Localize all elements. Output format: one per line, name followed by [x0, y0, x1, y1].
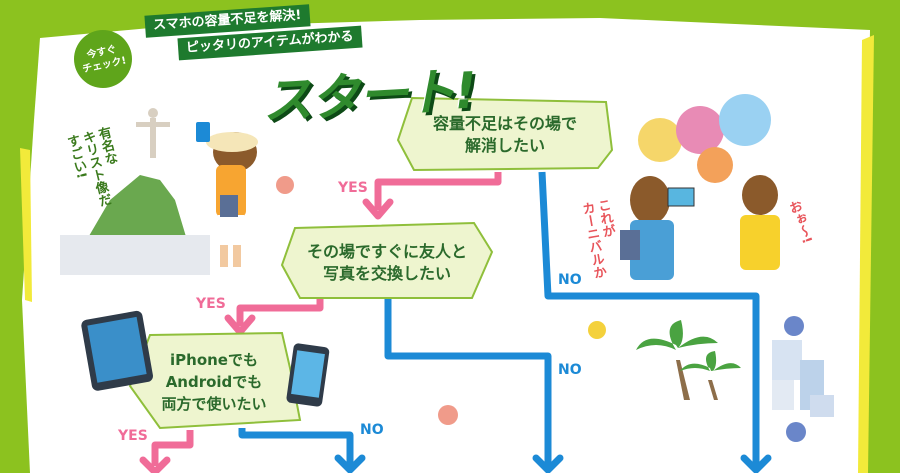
question-3-line-1: iPhoneでも	[170, 349, 258, 371]
carnival-illustration	[620, 94, 785, 295]
question-1-line-1: 容量不足はその場で	[433, 113, 577, 135]
no-label-2: NO	[558, 362, 582, 378]
question-3-line-3: 両方で使いたい	[161, 393, 266, 415]
question-box-1[interactable]: 容量不足はその場で 解消したい	[405, 104, 605, 166]
question-3-line-2: Androidでも	[166, 371, 263, 393]
question-box-3[interactable]: iPhoneでも Androidでも 両方で使いたい	[148, 340, 280, 424]
question-2-line-2: 写真を交換したい	[323, 263, 451, 285]
flower-decoration	[276, 176, 294, 194]
question-box-2[interactable]: その場ですぐに友人と 写真を交換したい	[290, 232, 484, 294]
no-label-1: NO	[558, 272, 582, 288]
no-label-3: NO	[360, 422, 384, 438]
flower-decoration	[588, 321, 606, 339]
question-1-line-2: 解消したい	[465, 135, 545, 157]
city	[60, 235, 210, 275]
yes-label-1: YES	[338, 180, 368, 196]
question-2-line-1: その場ですぐに友人と	[307, 241, 467, 263]
flower-decoration	[438, 405, 458, 425]
tablet-illustration	[80, 310, 154, 392]
yes-label-3: YES	[118, 428, 148, 444]
paper-edge-accent-left	[20, 148, 32, 302]
yes-label-2: YES	[196, 296, 226, 312]
